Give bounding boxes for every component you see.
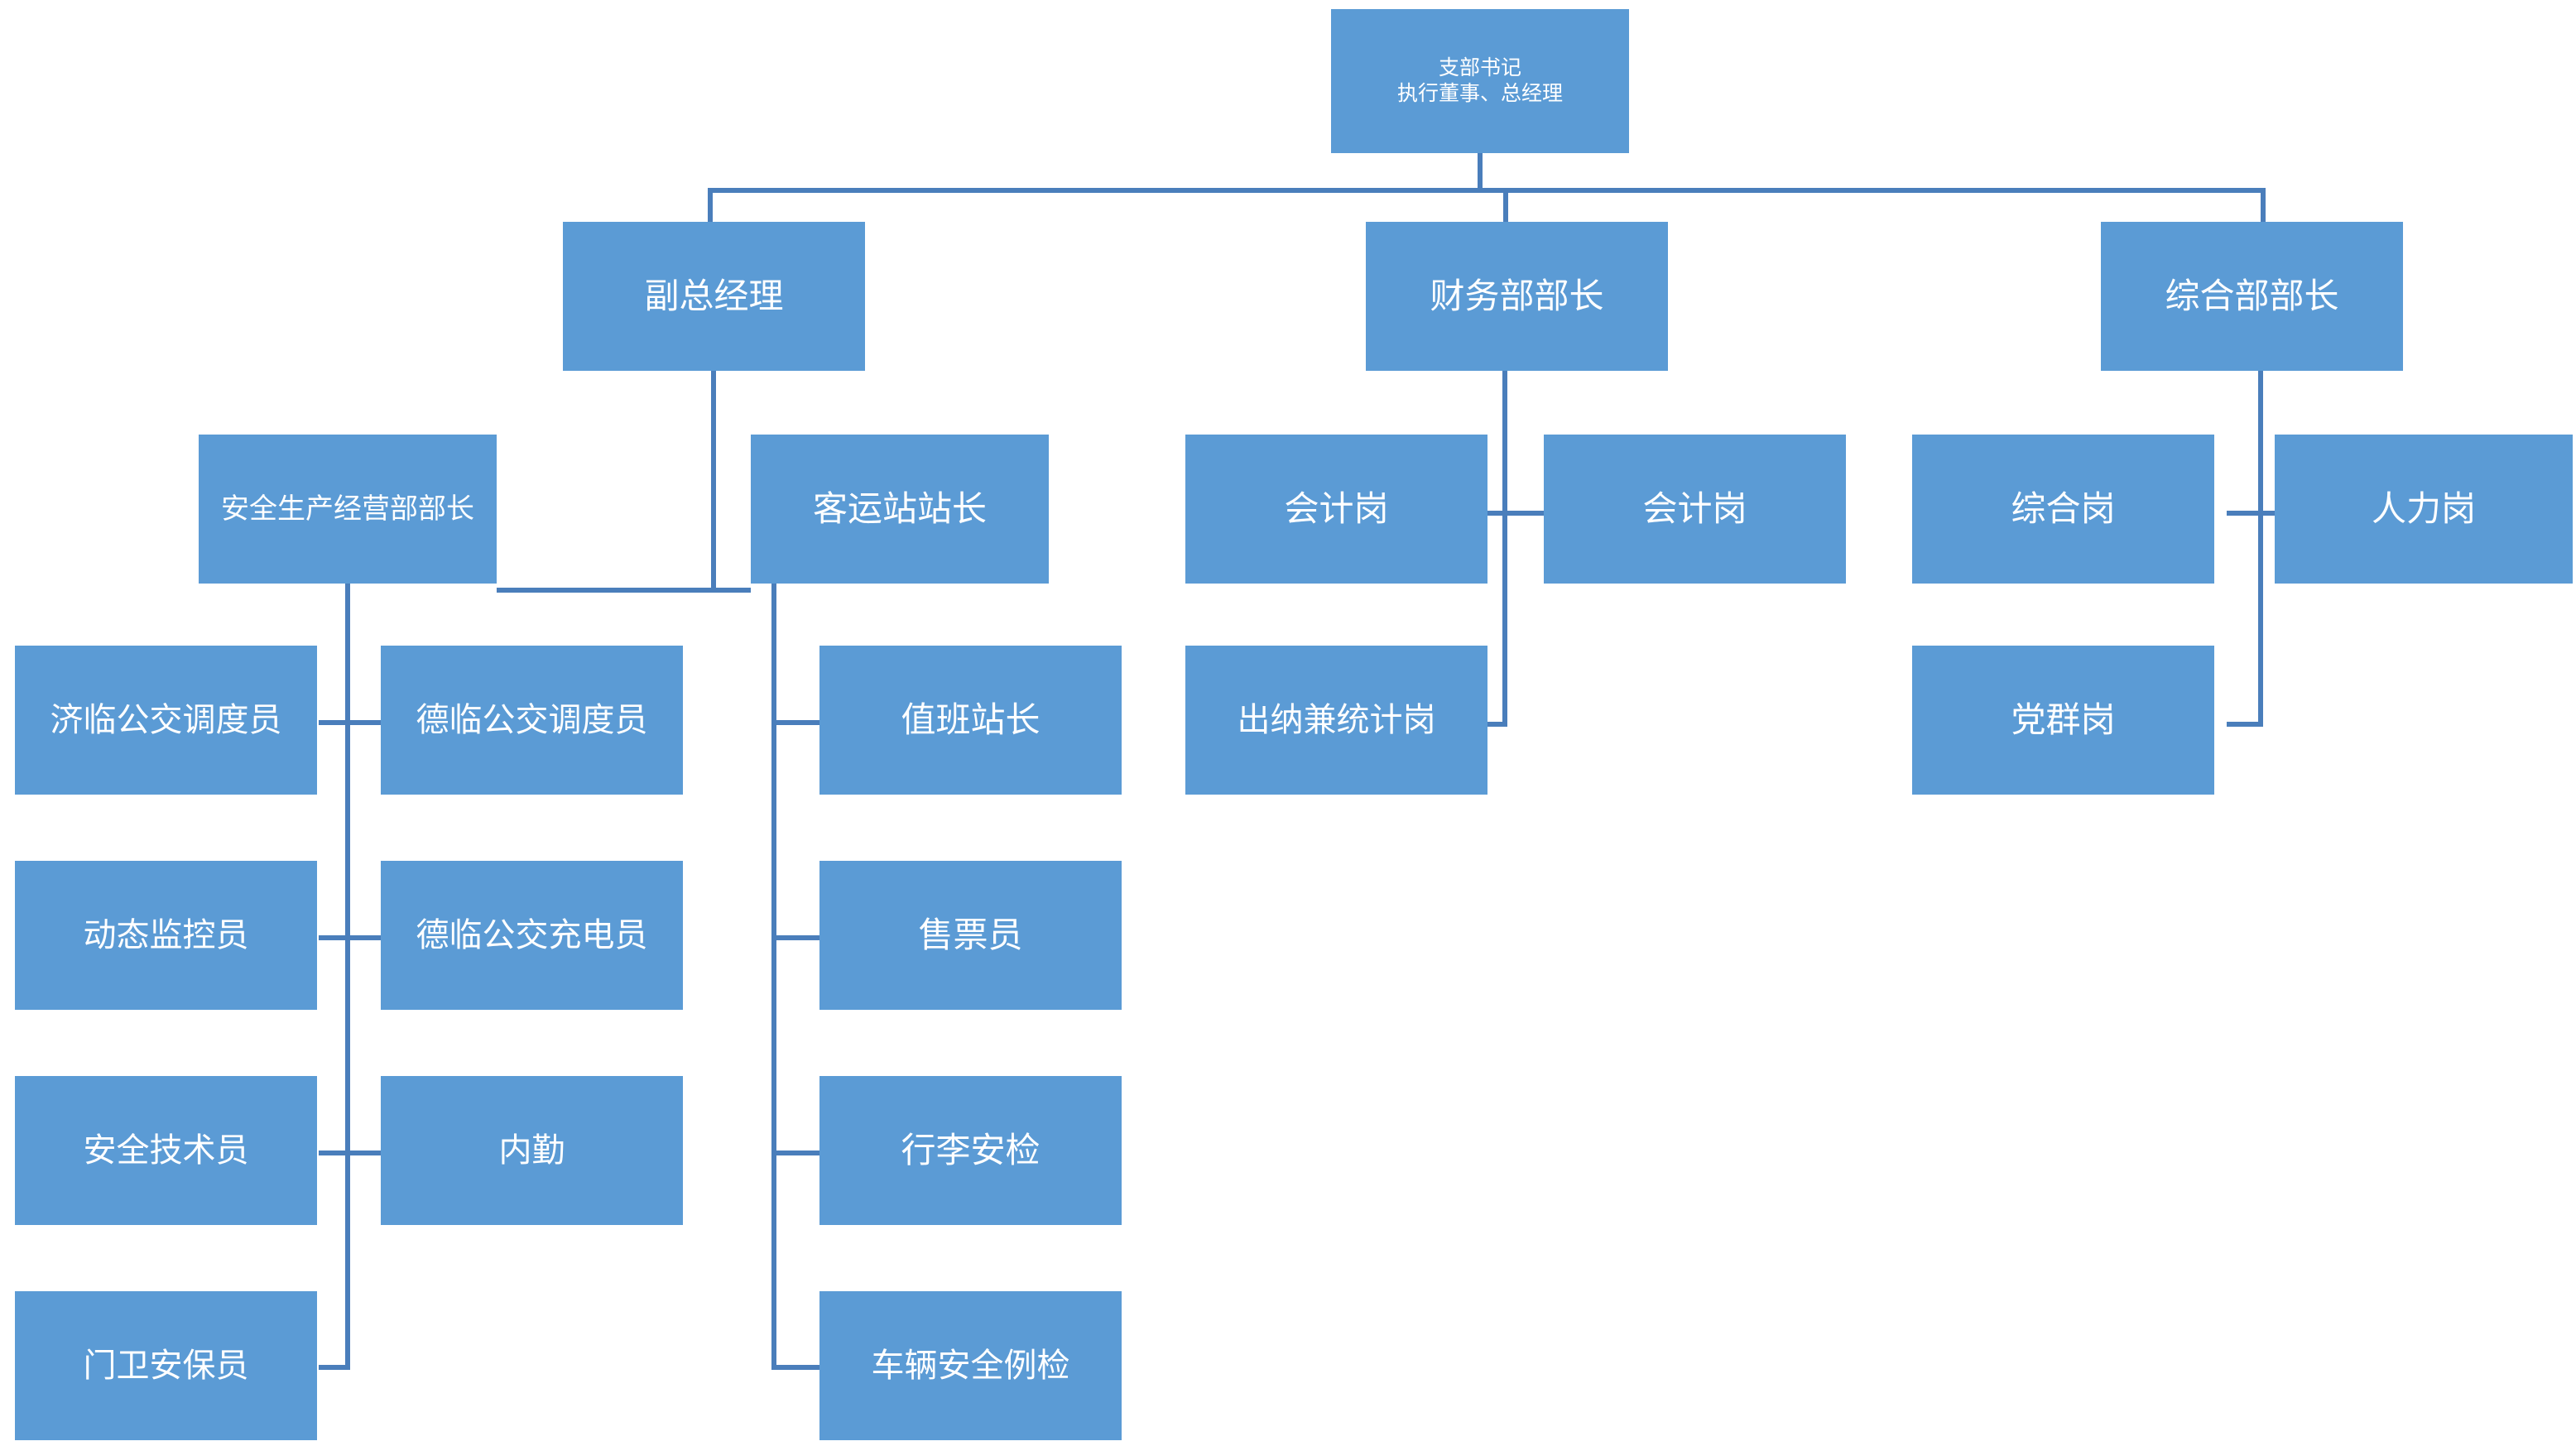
- node-duty-station-master-label: 值班站长: [901, 699, 1040, 739]
- connector-safety-row2: [319, 935, 385, 940]
- node-deputy-gm[interactable]: 副总经理: [563, 222, 865, 371]
- connector-drop-general-head: [2261, 188, 2266, 225]
- node-office-clerk-label: 内勤: [498, 1132, 565, 1169]
- node-general-head-label: 综合部部长: [2165, 276, 2339, 315]
- connector-station-row2: [771, 935, 821, 940]
- node-deputy-gm-label: 副总经理: [644, 276, 784, 315]
- connector-deputy-gm-to-safety: [497, 588, 714, 593]
- node-station-head[interactable]: 客运站站长: [751, 435, 1049, 584]
- node-vehicle-safety-check[interactable]: 车辆安全例检: [819, 1291, 1122, 1440]
- connector-finance-to-cashier: [1473, 722, 1507, 727]
- node-accounting-2[interactable]: 会计岗: [1544, 435, 1846, 584]
- connector-deputy-gm-to-station: [711, 588, 751, 593]
- node-general-head[interactable]: 综合部部长: [2101, 222, 2403, 371]
- node-general-post-label: 综合岗: [2011, 488, 2116, 528]
- node-cashier-stats[interactable]: 出纳兼统计岗: [1185, 646, 1487, 795]
- connector-finance-to-acct2: [1502, 511, 1544, 516]
- connector-root-bus: [708, 188, 2266, 193]
- connector-finance-trunk: [1502, 371, 1507, 727]
- node-root[interactable]: 支部书记 执行董事、总经理: [1331, 9, 1629, 153]
- node-dynamic-monitor[interactable]: 动态监控员: [15, 861, 317, 1010]
- connector-general-to-post: [2227, 511, 2263, 516]
- node-delin-dispatcher[interactable]: 德临公交调度员: [381, 646, 683, 795]
- connector-drop-finance-head: [1503, 188, 1508, 225]
- node-accounting-2-label: 会计岗: [1642, 488, 1747, 528]
- connector-station-row4: [771, 1365, 821, 1370]
- node-vehicle-safety-check-label: 车辆安全例检: [871, 1348, 1070, 1384]
- node-general-post[interactable]: 综合岗: [1912, 435, 2214, 584]
- node-cashier-stats-label: 出纳兼统计岗: [1237, 702, 1436, 738]
- node-gate-guard[interactable]: 门卫安保员: [15, 1291, 317, 1440]
- node-hr-post[interactable]: 人力岗: [2275, 435, 2573, 584]
- node-baggage-security-label: 行李安检: [901, 1130, 1040, 1170]
- node-jilin-dispatcher[interactable]: 济临公交调度员: [15, 646, 317, 795]
- connector-root-stem: [1478, 153, 1483, 190]
- node-safety-technician-label: 安全技术员: [83, 1132, 249, 1169]
- node-office-clerk[interactable]: 内勤: [381, 1076, 683, 1225]
- node-ticket-seller[interactable]: 售票员: [819, 861, 1122, 1010]
- node-ticket-seller-label: 售票员: [918, 915, 1023, 954]
- node-party-post[interactable]: 党群岗: [1912, 646, 2214, 795]
- node-station-head-label: 客运站站长: [812, 488, 987, 528]
- node-safety-head-label: 安全生产经营部部长: [221, 492, 474, 525]
- node-finance-head-label: 财务部部长: [1430, 276, 1604, 315]
- node-delin-charger[interactable]: 德临公交充电员: [381, 861, 683, 1010]
- node-hr-post-label: 人力岗: [2371, 488, 2476, 528]
- node-finance-head[interactable]: 财务部部长: [1366, 222, 1668, 371]
- node-delin-dispatcher-label: 德临公交调度员: [416, 702, 648, 738]
- connector-safety-row4: [319, 1365, 350, 1370]
- node-duty-station-master[interactable]: 值班站长: [819, 646, 1122, 795]
- node-jilin-dispatcher-label: 济临公交调度员: [50, 702, 282, 738]
- connector-deputy-gm-trunk: [711, 371, 716, 593]
- node-safety-head[interactable]: 安全生产经营部部长: [199, 435, 497, 584]
- node-root-label: 支部书记 执行董事、总经理: [1396, 55, 1563, 105]
- connector-general-to-party: [2227, 722, 2263, 727]
- node-accounting-1-label: 会计岗: [1284, 488, 1389, 528]
- connector-general-trunk: [2258, 371, 2263, 727]
- node-delin-charger-label: 德临公交充电员: [416, 917, 648, 954]
- node-dynamic-monitor-label: 动态监控员: [83, 917, 249, 954]
- connector-safety-row1: [319, 720, 385, 725]
- connector-finance-to-acct1: [1473, 511, 1507, 516]
- node-gate-guard-label: 门卫安保员: [83, 1348, 249, 1384]
- connector-station-row1: [771, 720, 821, 725]
- connector-station-row3: [771, 1151, 821, 1155]
- node-safety-technician[interactable]: 安全技术员: [15, 1076, 317, 1225]
- node-baggage-security[interactable]: 行李安检: [819, 1076, 1122, 1225]
- connector-safety-trunk: [345, 584, 350, 1367]
- node-accounting-1[interactable]: 会计岗: [1185, 435, 1487, 584]
- node-party-post-label: 党群岗: [2011, 699, 2116, 739]
- connector-station-trunk: [771, 584, 776, 1367]
- connector-safety-row3: [319, 1151, 385, 1155]
- connector-drop-deputy-gm: [708, 188, 713, 225]
